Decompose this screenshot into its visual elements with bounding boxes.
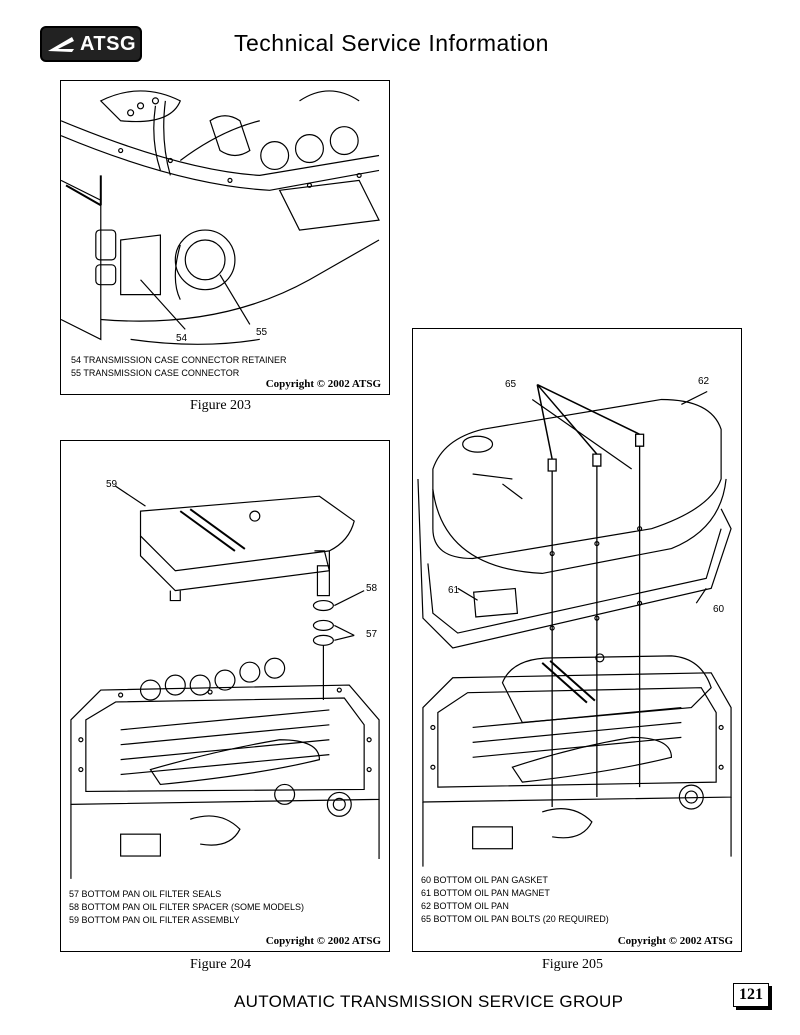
figure-204-illustration: [70, 485, 380, 879]
figure-205-legend: 60 BOTTOM OIL PAN GASKET 61 BOTTOM OIL P…: [421, 874, 609, 926]
page-title: Technical Service Information: [234, 30, 549, 56]
figure-205-illustration: [417, 383, 732, 867]
figure-204-legend: 57 BOTTOM PAN OIL FILTER SEALS 58 BOTTOM…: [69, 888, 304, 927]
callout-55: 55: [256, 327, 268, 338]
legend-item: 60 BOTTOM OIL PAN GASKET: [421, 875, 548, 885]
legend-item: 58 BOTTOM PAN OIL FILTER SPACER (SOME MO…: [69, 902, 305, 912]
legend-item: 57 BOTTOM PAN OIL FILTER SEALS: [69, 889, 222, 899]
figure-203-legend: 54 TRANSMISSION CASE CONNECTOR RETAINER …: [71, 354, 287, 380]
callout-59: 59: [106, 479, 118, 490]
figure-203-caption: Figure 203: [190, 398, 252, 413]
figure-204-caption: Figure 204: [190, 957, 252, 972]
figure-205-caption: Figure 205: [542, 957, 604, 972]
copyright: Copyright © 2002 ATSG: [265, 378, 381, 390]
copyright: Copyright © 2002 ATSG: [265, 935, 381, 947]
callout-60: 60: [713, 604, 725, 615]
callout-65: 65: [505, 379, 517, 390]
legend-item: 62 BOTTOM OIL PAN: [421, 901, 509, 911]
callout-62: 62: [698, 376, 710, 387]
figure-203-frame: 54 55 54 TRANSMISSION CASE CONNECTOR RET…: [60, 80, 390, 395]
footer-text: AUTOMATIC TRANSMISSION SERVICE GROUP: [234, 992, 624, 1011]
callout-61: 61: [448, 585, 460, 596]
figure-205-frame: 65 62 61 60 60 BOTTOM OIL PAN GASKET 61 …: [412, 328, 742, 952]
figure-204-frame: 59 58 57 57 BOTTOM PAN OIL FILTER SEALS …: [60, 440, 390, 952]
legend-item: 54 TRANSMISSION CASE CONNECTOR RETAINER: [71, 355, 287, 365]
legend-item: 59 BOTTOM PAN OIL FILTER ASSEMBLY: [69, 915, 240, 925]
callout-58: 58: [366, 583, 378, 594]
atsg-wing-icon: [47, 37, 74, 52]
legend-item: 61 BOTTOM OIL PAN MAGNET: [421, 888, 550, 898]
page-number: 121: [733, 983, 769, 1007]
atsg-logo: ATSG: [40, 26, 142, 62]
logo-text: ATSG: [79, 32, 137, 55]
copyright: Copyright © 2002 ATSG: [617, 935, 733, 947]
legend-item: 65 BOTTOM OIL PAN BOLTS (20 REQUIRED): [421, 914, 609, 924]
callout-54: 54: [176, 333, 188, 344]
legend-item: 55 TRANSMISSION CASE CONNECTOR: [71, 368, 240, 378]
callout-57: 57: [366, 629, 378, 640]
figure-203-illustration: [61, 90, 380, 345]
